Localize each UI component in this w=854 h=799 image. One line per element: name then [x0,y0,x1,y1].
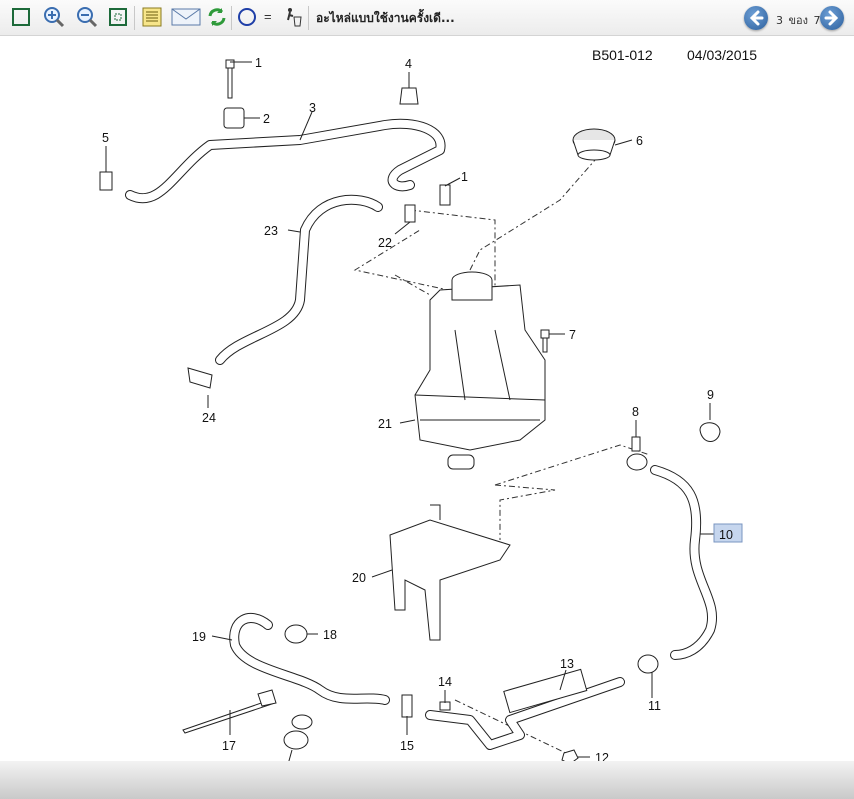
callout-21[interactable]: 21 [378,417,392,431]
diagram-code: B501-012 [592,47,653,63]
mail-icon[interactable] [171,6,201,28]
reservoir-cap-6[interactable] [572,128,616,161]
nut-12[interactable] [561,749,579,761]
coolant-reservoir-21[interactable] [414,271,546,470]
callout-22[interactable]: 22 [378,236,392,250]
trash-icon[interactable] [282,6,304,28]
callout-13[interactable]: 13 [560,657,574,671]
clip-15[interactable] [401,694,413,718]
clip-1-left[interactable] [99,171,113,191]
hose-10[interactable] [650,465,717,660]
page-of-label: ของ [788,14,809,27]
bolt-3[interactable] [225,59,235,99]
callout-15[interactable]: 15 [400,739,414,753]
refresh-icon[interactable] [206,6,228,28]
clip-1-right[interactable] [439,184,451,206]
diagram-date: 04/03/2015 [687,47,758,63]
callout-2[interactable]: 2 [263,112,270,126]
bottom-scroll-area[interactable] [0,761,854,799]
zoom-out-icon[interactable] [76,6,98,28]
pipe-13[interactable] [425,668,625,750]
clip-2[interactable] [223,107,245,129]
highlight-box-10 [713,523,743,543]
parts-diagram: 1 2 3 4 5 6 1 22 23 7 24 21 8 9 10 20 19… [99,56,743,761]
callout-4[interactable]: 3 [309,101,316,115]
callout-11[interactable]: 11 [648,699,661,713]
clip-24[interactable] [187,367,213,389]
clip-14[interactable] [439,701,451,711]
arrow-right-icon [824,10,839,26]
clip-5[interactable] [399,87,419,105]
total-pages: 7 [813,14,821,27]
tie-strap-17[interactable] [182,689,277,734]
clip-22[interactable] [404,204,416,223]
callout-17[interactable]: 17 [222,739,236,753]
circle-icon[interactable] [236,6,258,28]
callout-3[interactable]: 1 [255,56,262,70]
page-indicator: 3 ของ 7 [776,11,823,29]
equals-sign: = [264,9,272,24]
callout-14[interactable]: 14 [438,675,452,689]
callout-12[interactable]: 12 [595,751,609,761]
bolt-7[interactable] [540,329,550,353]
clamp-11[interactable] [637,654,659,674]
fit-page-icon[interactable] [10,6,32,28]
callout-10[interactable]: 10 [719,528,733,542]
callout-7[interactable]: 7 [569,328,576,342]
toolbar: = อะไหล่แบบใช้งานครั้งเดี... 3 ของ 7 [0,0,854,36]
zoom-in-icon[interactable] [43,6,65,28]
next-page-button[interactable] [820,6,844,30]
callout-6[interactable]: 6 [636,134,643,148]
previous-page-button[interactable] [744,6,768,30]
hose-19[interactable] [229,612,390,705]
callout-8[interactable]: 8 [632,405,639,419]
callout-19[interactable]: 19 [192,630,206,644]
clamp-9[interactable] [699,422,721,442]
callout-18[interactable]: 18 [323,628,337,642]
callout-9[interactable]: 9 [707,388,714,402]
callout-1-left[interactable]: 5 [102,131,109,145]
arrow-left-icon [749,10,764,26]
bracket-20[interactable] [389,504,511,641]
callout-1-right[interactable]: 1 [461,170,468,184]
callout-23[interactable]: 23 [264,224,278,238]
clamp-8[interactable] [626,436,648,471]
clamp-18[interactable] [284,624,308,644]
hose-4[interactable] [125,118,446,204]
clamp-16[interactable] [283,714,313,750]
hose-23[interactable] [215,194,383,365]
document-title: อะไหล่แบบใช้งานครั้งเดี... [316,11,455,25]
callout-20[interactable]: 20 [352,571,366,585]
notes-icon[interactable] [141,6,163,28]
callout-5[interactable]: 4 [405,57,412,71]
callout-24[interactable]: 24 [202,411,216,425]
current-page: 3 [776,14,783,27]
select-area-icon[interactable] [107,6,129,28]
